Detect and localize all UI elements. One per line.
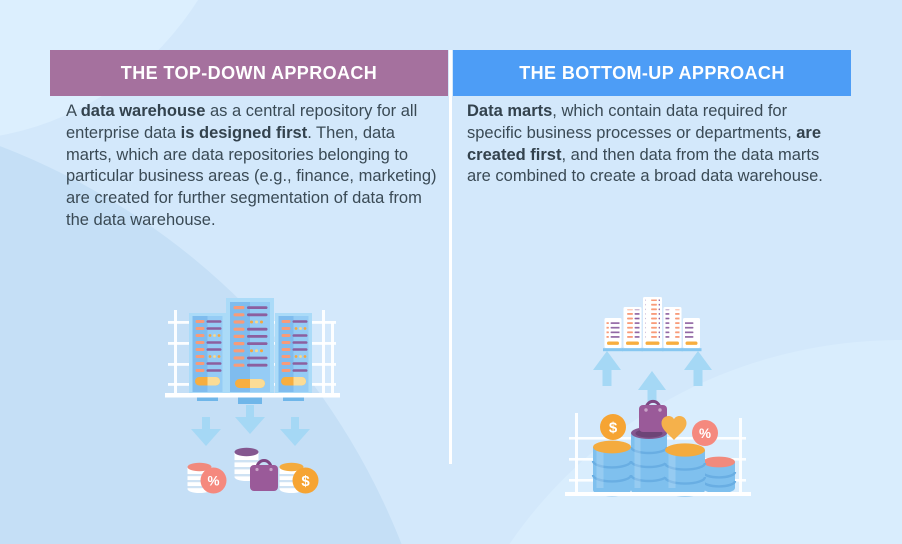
percent-badge-icon: % bbox=[200, 467, 227, 494]
down-arrow-icon bbox=[191, 417, 221, 446]
server-tower-icon bbox=[275, 313, 312, 395]
up-arrow-icon bbox=[638, 371, 666, 403]
heart-icon bbox=[661, 416, 687, 440]
server-tower-icon bbox=[189, 313, 226, 395]
down-arrow-icon bbox=[280, 417, 310, 446]
column-divider bbox=[449, 50, 452, 464]
server-tower-small-icon bbox=[641, 297, 664, 352]
bottom-up-illustration: $ % bbox=[565, 297, 751, 497]
server-tower-small-icon bbox=[662, 307, 683, 352]
header-bottom-up: THE BOTTOM-UP APPROACH bbox=[453, 50, 851, 96]
down-arrow-icon bbox=[235, 405, 265, 434]
up-arrow-icon bbox=[684, 351, 712, 386]
header-top-down: THE TOP-DOWN APPROACH bbox=[50, 50, 448, 96]
dollar-badge-icon: $ bbox=[292, 467, 319, 494]
svg-text:$: $ bbox=[609, 420, 618, 437]
top-down-illustration: % $ bbox=[165, 298, 340, 494]
shopping-bag-icon bbox=[250, 459, 278, 491]
database-cylinder-icon bbox=[629, 427, 669, 496]
svg-text:%: % bbox=[699, 426, 711, 441]
baseline bbox=[165, 393, 340, 398]
svg-text:%: % bbox=[207, 473, 219, 488]
body-text-bottom-up: Data marts, which contain data required … bbox=[467, 102, 823, 186]
database-cylinder-icon bbox=[701, 456, 737, 494]
percent-badge-icon: % bbox=[692, 420, 718, 446]
body-text-top-down: A data warehouse as a central repository… bbox=[66, 102, 437, 229]
baseline bbox=[565, 492, 751, 496]
database-cylinder-icon bbox=[279, 462, 304, 493]
shopping-bag-icon bbox=[639, 399, 667, 432]
dollar-badge-icon: $ bbox=[600, 414, 626, 440]
server-tower-small-icon bbox=[622, 307, 643, 352]
server-tower-small-icon bbox=[603, 318, 623, 352]
svg-text:$: $ bbox=[301, 473, 310, 490]
server-tower-icon bbox=[226, 298, 274, 395]
database-cylinder-icon bbox=[663, 443, 707, 497]
server-tower-small-icon bbox=[681, 318, 702, 352]
database-cylinder-icon bbox=[591, 440, 633, 497]
up-arrow-icon bbox=[593, 351, 621, 386]
